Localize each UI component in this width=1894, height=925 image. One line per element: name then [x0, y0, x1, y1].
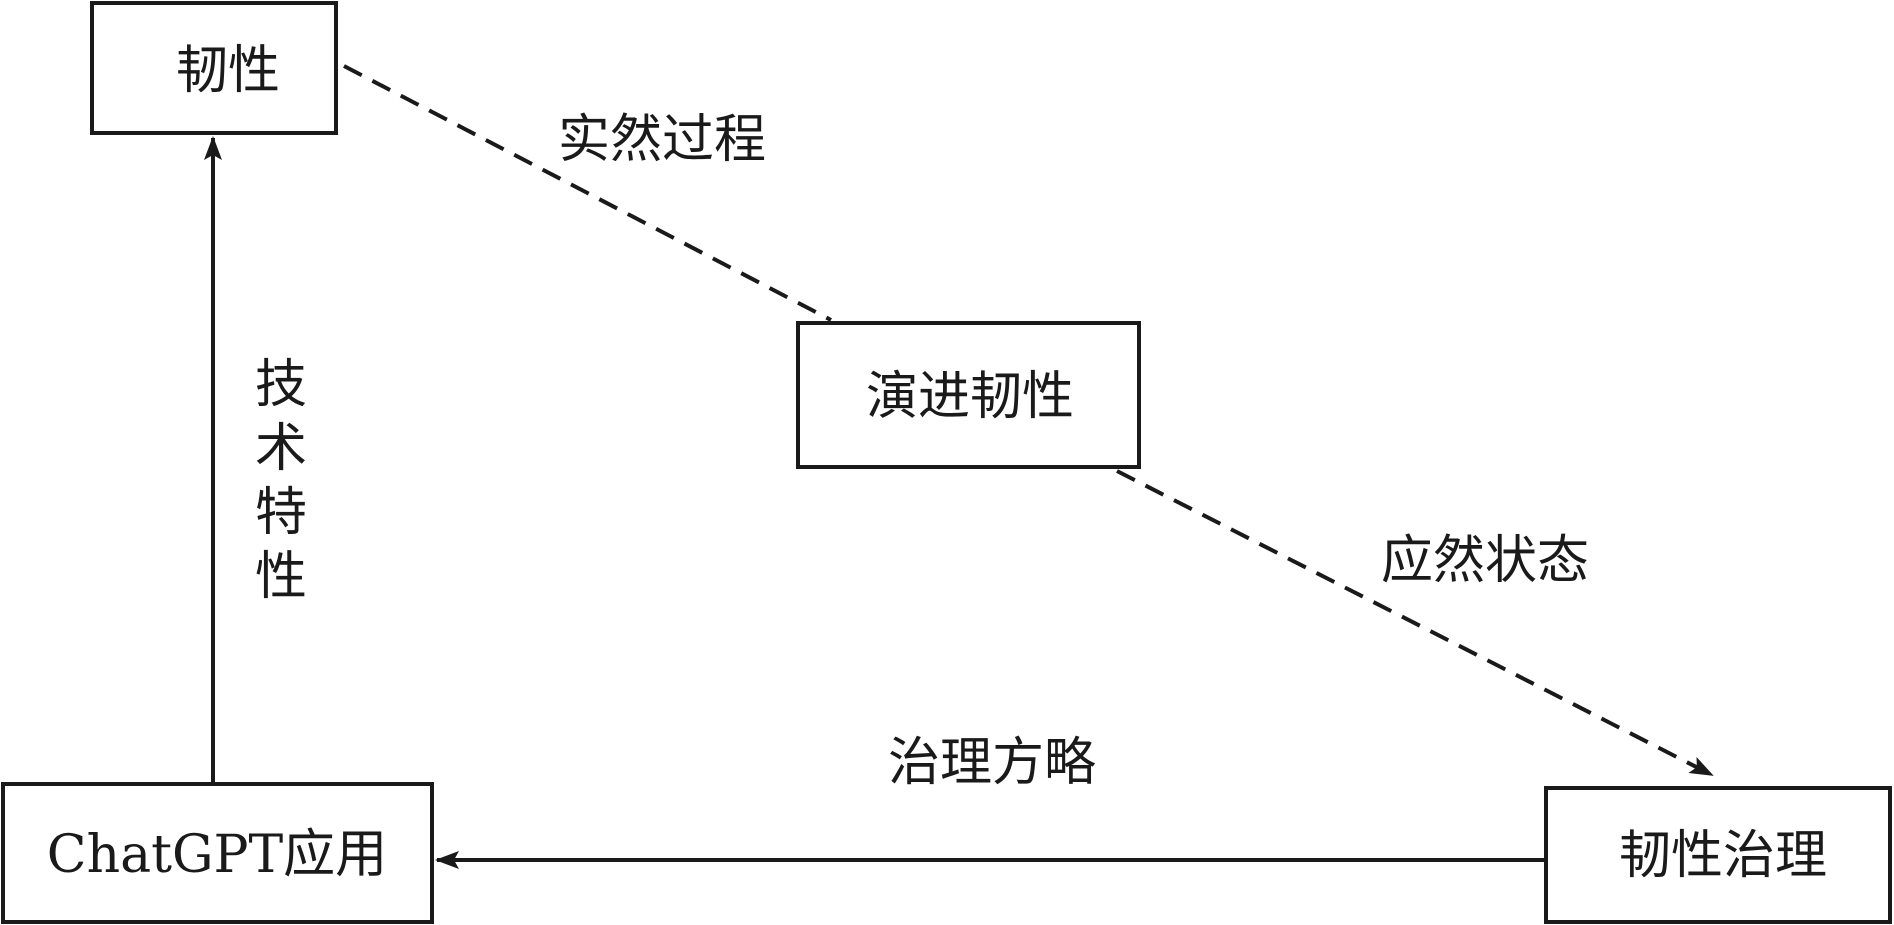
- node-evolutionary-resilience-label: 演进韧性: [866, 367, 1074, 427]
- node-resilience-governance: 韧性治理: [1544, 786, 1892, 924]
- node-resilience: 韧性: [90, 1, 338, 135]
- edge-label-ideal-state: 应然状态: [1381, 531, 1589, 591]
- dashed-edge-resilience-to-evolutionary: [343, 64, 832, 322]
- edge-label-governance-strategy: 治理方略: [888, 733, 1096, 793]
- vertical-char: 术: [255, 419, 307, 479]
- vertical-char: 特: [255, 483, 307, 543]
- dashed-arrow-evolutionary-to-governance: [1116, 469, 1714, 777]
- node-evolutionary-resilience: 演进韧性: [796, 321, 1141, 469]
- edge-label-actual-process: 实然过程: [558, 110, 766, 170]
- vertical-char: 性: [255, 547, 307, 607]
- node-chatgpt-application-label: ChatGPT应用: [47, 825, 387, 885]
- node-chatgpt-application: ChatGPT应用: [1, 782, 434, 924]
- edge-label-technical-characteristics: 技 术 特 性: [255, 355, 307, 607]
- vertical-char: 技: [255, 355, 307, 415]
- node-resilience-label: 韧性: [176, 41, 280, 101]
- node-resilience-governance-label: 韧性治理: [1619, 826, 1827, 886]
